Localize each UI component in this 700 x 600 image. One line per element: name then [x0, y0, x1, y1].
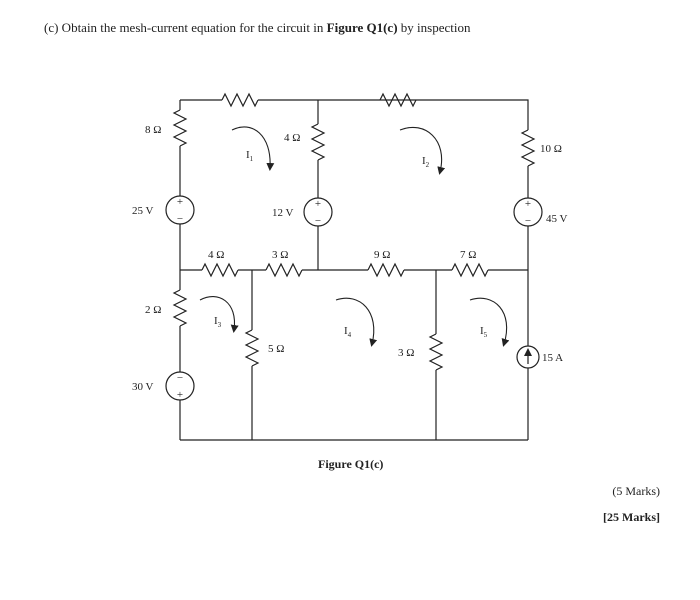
label-15a: 15 A — [542, 352, 563, 364]
label-10ohm: 10 Ω — [540, 143, 562, 155]
label-12v: 12 V — [272, 207, 294, 219]
sub-marks: (5 Marks) — [612, 484, 660, 498]
label-25v: 25 V — [132, 205, 154, 217]
resistor-9ohm — [367, 262, 405, 278]
label-3ohm-hor: 3 Ω — [272, 249, 288, 261]
resistor-5ohm — [244, 329, 260, 367]
voltage-source-45v — [513, 197, 543, 227]
mesh-arrow-4 — [335, 297, 378, 347]
plus-icon: + — [525, 198, 531, 210]
plus-icon: + — [315, 198, 321, 210]
wire-top-right — [418, 99, 529, 130]
minus-icon: − — [177, 213, 183, 225]
label-4ohm-hor: 4 Ω — [208, 249, 224, 261]
label-5ohm: 5 Ω — [268, 343, 284, 355]
voltage-source-30v — [165, 371, 195, 401]
label-4ohm-vert: 4 Ω — [284, 132, 300, 144]
mesh-label-5: I5 — [480, 325, 488, 339]
question-figure-ref: Figure Q1(c) — [326, 20, 398, 35]
mesh-label-2: I2 — [422, 155, 430, 169]
label-7ohm: 7 Ω — [460, 249, 476, 261]
label-2ohm: 2 Ω — [145, 304, 161, 316]
mesh-label-1: I1 — [246, 149, 254, 163]
mesh-arrow-5 — [469, 297, 510, 347]
resistor-top-left — [221, 92, 259, 108]
resistor-3ohm-vert — [428, 333, 444, 371]
mesh-arrow-3 — [199, 295, 239, 333]
resistor-8ohm — [172, 109, 188, 147]
voltage-source-12v — [303, 197, 333, 227]
resistor-3ohm-hor — [265, 262, 303, 278]
label-9ohm: 9 Ω — [374, 249, 390, 261]
label-45v: 45 V — [546, 213, 568, 225]
total-marks: [25 Marks] — [603, 510, 660, 524]
mesh-label-4: I4 — [344, 325, 352, 339]
label-8ohm: 8 Ω — [145, 124, 161, 136]
voltage-source-25v — [165, 195, 195, 225]
resistor-top-right — [379, 92, 417, 108]
minus-icon: − — [177, 372, 183, 384]
resistor-7ohm — [451, 262, 489, 278]
resistor-4ohm-vert — [310, 123, 326, 161]
resistor-2ohm — [172, 289, 188, 327]
label-3ohm-vert: 3 Ω — [398, 347, 414, 359]
minus-icon: − — [315, 215, 321, 227]
minus-icon: − — [525, 215, 531, 227]
mesh-arrow-2 — [399, 126, 446, 175]
question-suffix: by inspection — [397, 20, 471, 35]
figure-caption: Figure Q1(c) — [318, 457, 383, 471]
question-prefix: (c) Obtain the mesh-current equation for… — [44, 20, 327, 35]
resistor-4ohm-hor — [201, 262, 239, 278]
plus-icon: + — [177, 196, 183, 208]
resistor-10ohm — [520, 129, 536, 167]
mesh-label-3: I3 — [214, 315, 222, 329]
question-text: (c) Obtain the mesh-current equation for… — [44, 20, 470, 36]
label-30v: 30 V — [132, 381, 154, 393]
mesh-arrow-1 — [231, 126, 275, 171]
plus-icon: + — [177, 389, 183, 401]
